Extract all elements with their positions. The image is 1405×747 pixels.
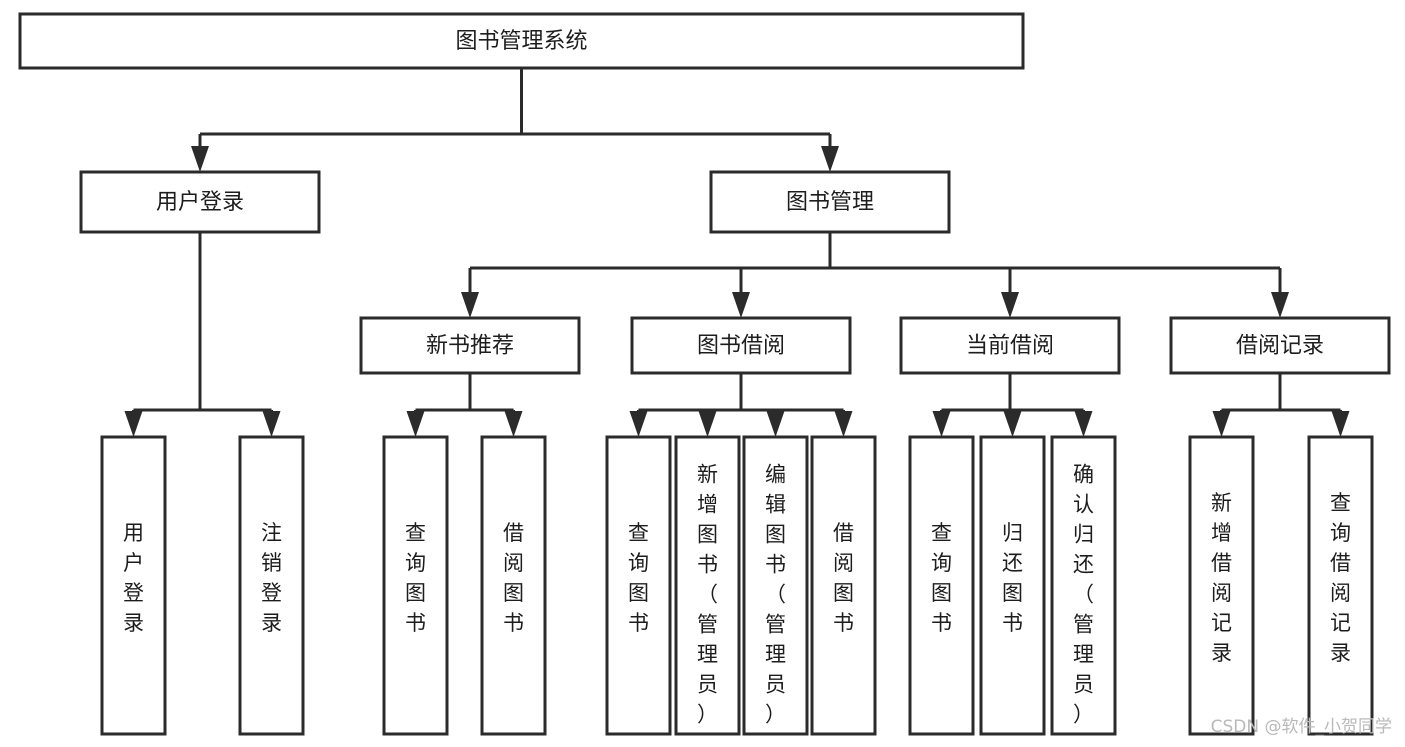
- root-node-label: 图书管理系统: [455, 29, 587, 54]
- node-leaf-return-book-box[interactable]: [979, 435, 1046, 736]
- root-node-box[interactable]: [18, 12, 1025, 70]
- node-book-manage-label: 图书管理: [786, 190, 874, 215]
- node-leaf-confirm-return-label: 确认归还（管理员）: [1073, 463, 1094, 727]
- arrow-leaf-add-record: [1212, 411, 1231, 437]
- arrow-leaf-add-book: [698, 411, 717, 437]
- node-borrow-record-label: 借阅记录: [1236, 334, 1324, 359]
- node-leaf-borrow-book-1-box[interactable]: [480, 435, 547, 736]
- arrow-leaf-return-book: [1003, 411, 1022, 437]
- node-leaf-logout-box[interactable]: [238, 435, 305, 736]
- node-leaf-edit-book-box[interactable]: [742, 435, 809, 736]
- arrow-leaf-logout: [262, 411, 281, 437]
- arrow-leaf-query-book-2: [629, 411, 648, 437]
- arrow-leaf-query-book-3: [932, 411, 951, 437]
- node-leaf-return-book-label: 归还图书: [1002, 521, 1023, 635]
- node-leaf-query-record-box[interactable]: [1307, 435, 1374, 736]
- node-leaf-confirm-return-box[interactable]: [1050, 435, 1117, 736]
- node-current-borrow-label: 当前借阅: [966, 334, 1054, 359]
- node-leaf-add-record-label: 新增借阅记录: [1211, 491, 1232, 665]
- node-leaf-add-book-box[interactable]: [674, 435, 741, 736]
- node-leaf-query-book-3-box[interactable]: [908, 435, 975, 736]
- node-leaf-query-book-2-box[interactable]: [605, 435, 672, 736]
- node-leaf-query-record-label: 查询借阅记录: [1330, 491, 1351, 665]
- arrow-new-book-rec: [461, 292, 479, 318]
- node-leaf-borrow-book-1-label: 借阅图书: [503, 521, 524, 635]
- node-user-login-box[interactable]: [79, 170, 321, 234]
- arrow-borrow-record: [1271, 292, 1289, 318]
- arrow-leaf-edit-book: [766, 411, 785, 437]
- node-leaf-query-book-1-label: 查询图书: [405, 521, 426, 635]
- node-leaf-user-login-label: 用户登录: [123, 521, 144, 635]
- node-new-book-rec-box[interactable]: [359, 316, 581, 375]
- arrow-leaf-borrow-book-1: [504, 411, 523, 437]
- csdn-watermark: CSDN @软件_小贺同学: [1211, 717, 1392, 737]
- connector-lines: [124, 68, 1350, 437]
- node-leaf-edit-book-label: 编辑图书（管理员）: [765, 463, 786, 727]
- node-leaf-borrow-book-2-label: 借阅图书: [833, 521, 854, 635]
- node-user-login-label: 用户登录: [156, 190, 244, 215]
- arrow-leaf-borrow-book-2: [834, 411, 853, 437]
- node-leaf-query-book-1-box[interactable]: [382, 435, 449, 736]
- node-current-borrow-box[interactable]: [899, 316, 1121, 375]
- node-leaf-add-record-box[interactable]: [1188, 435, 1255, 736]
- arrow-leaf-confirm-return: [1074, 411, 1093, 437]
- arrow-book-manage: [821, 146, 839, 172]
- arrow-leaf-query-book-1: [406, 411, 425, 437]
- node-leaf-logout-label: 注销登录: [261, 521, 282, 635]
- node-leaf-add-book-label: 新增图书（管理员）: [697, 463, 718, 727]
- node-leaf-query-book-3-label: 查询图书: [931, 521, 952, 635]
- node-leaf-query-book-2-label: 查询图书: [628, 521, 649, 635]
- node-leaf-user-login-box[interactable]: [100, 435, 167, 736]
- arrow-user-login: [191, 146, 209, 172]
- node-book-borrow-box[interactable]: [630, 316, 852, 375]
- arrow-current-borrow: [1001, 292, 1019, 318]
- node-borrow-record-box[interactable]: [1169, 316, 1391, 375]
- arrow-leaf-query-record: [1331, 411, 1350, 437]
- node-book-manage-box[interactable]: [709, 170, 951, 234]
- node-book-borrow-label: 图书借阅: [697, 334, 785, 359]
- node-leaf-borrow-book-2-box[interactable]: [810, 435, 877, 736]
- arrow-book-borrow: [732, 292, 750, 318]
- node-new-book-rec-label: 新书推荐: [426, 334, 514, 359]
- arrow-leaf-user-login: [124, 411, 143, 437]
- diagram-nodes: 图书管理系统用户登录图书管理新书推荐图书借阅当前借阅借阅记录用户登录注销登录查询…: [18, 12, 1391, 736]
